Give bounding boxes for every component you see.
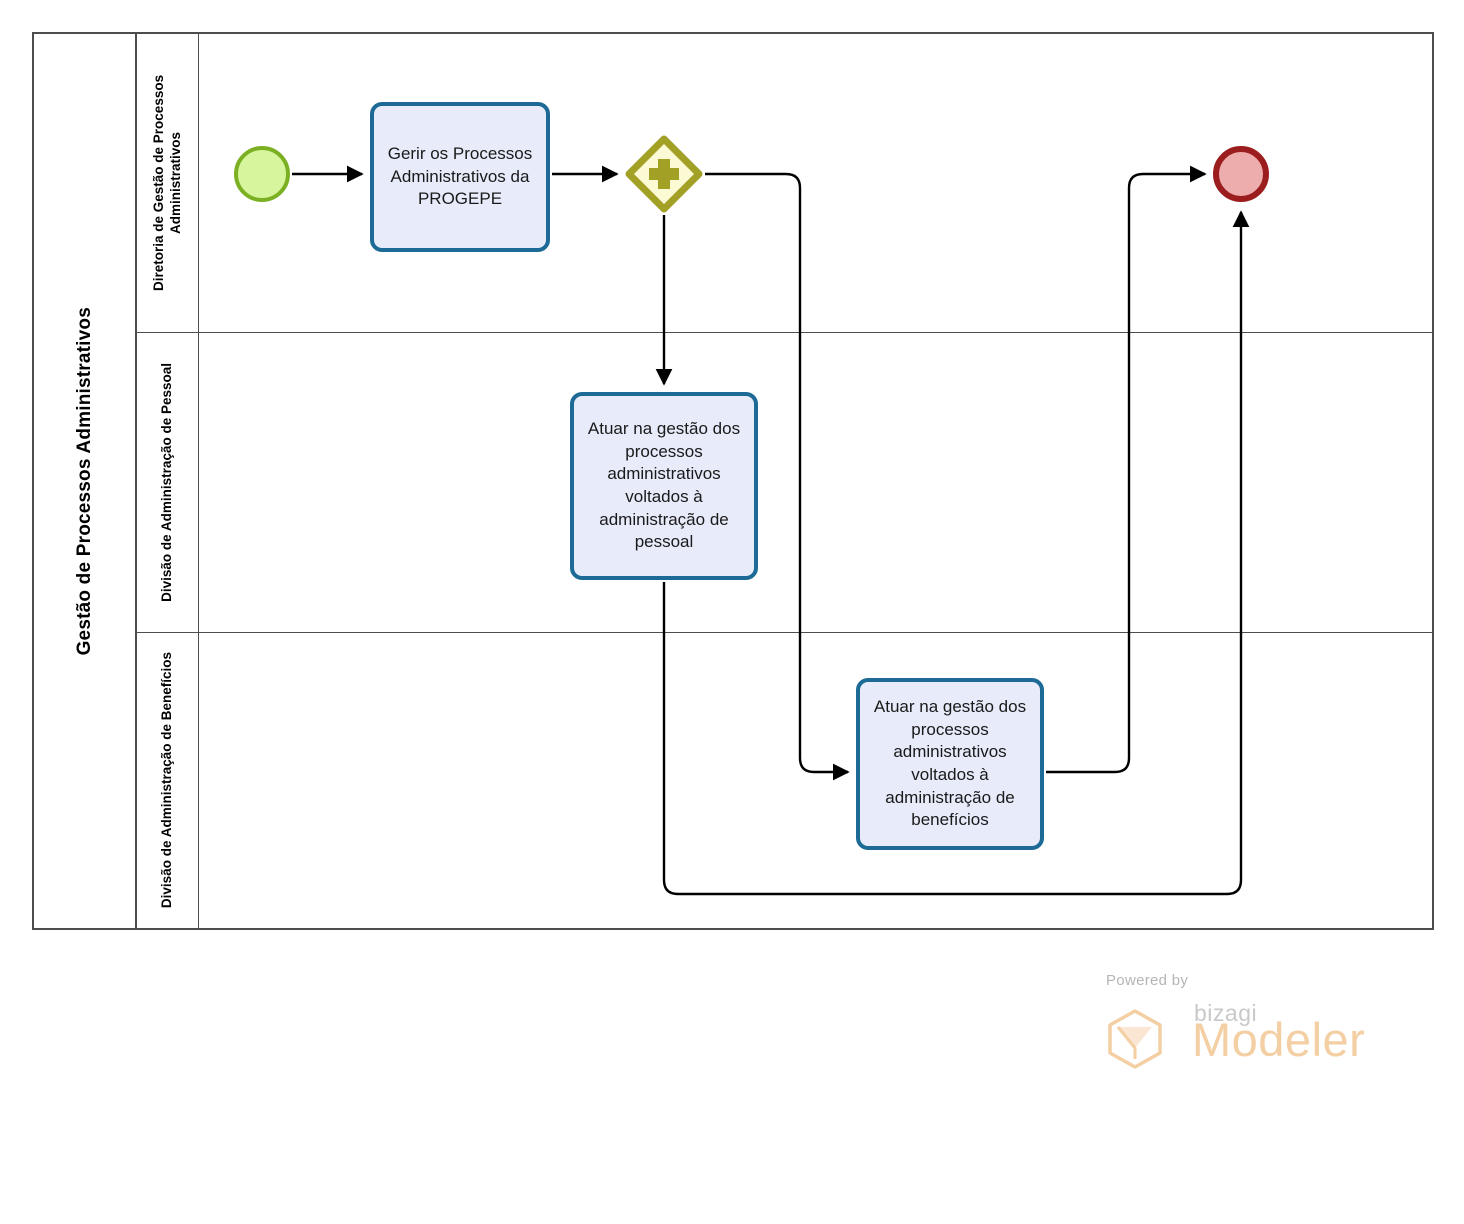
lane-header-diretoria[interactable]: Diretoria de Gestão de Processos Adminis… [137, 34, 199, 332]
lane-label-pessoal: Divisão de Administração de Pessoal [159, 363, 175, 602]
parallel-plus-marker [649, 159, 679, 189]
pool-header[interactable]: Gestão de Processos Administrativos [34, 34, 137, 928]
task-label: Atuar na gestão dos processos administra… [587, 419, 741, 552]
gateway-diamond-icon [625, 135, 703, 213]
lane-header-beneficios[interactable]: Divisão de Administração de Benefícios [137, 633, 199, 928]
lane-label-beneficios: Divisão de Administração de Benefícios [159, 652, 175, 909]
powered-by-label: Powered by [1106, 972, 1189, 989]
start-event[interactable] [234, 146, 290, 202]
pool-title: Gestão de Processos Administrativos [73, 306, 95, 656]
task-label: Gerir os Processos Administrativos da PR… [387, 144, 533, 209]
bizagi-modeler-watermark: Powered by bizagi Modeler [1104, 972, 1374, 1072]
task-gerir-os-processos-administrativos-da-progepe[interactable]: Gerir os Processos Administrativos da PR… [370, 102, 550, 252]
modeler-wordmark: Modeler [1192, 1013, 1366, 1066]
lane-divisao-de-administracao-de-pessoal[interactable]: Divisão de Administração de Pessoal [137, 332, 1432, 632]
end-event[interactable] [1213, 146, 1269, 202]
task-atuar-na-gestao-administracao-de-pessoal[interactable]: Atuar na gestão dos processos administra… [570, 392, 758, 580]
bizagi-hexagon-logo-icon [1108, 1009, 1162, 1069]
lane-body-beneficios [199, 633, 1432, 928]
lane-body-pessoal [199, 333, 1432, 632]
parallel-gateway[interactable] [625, 135, 703, 213]
lane-label-diretoria: Diretoria de Gestão de Processos Adminis… [150, 74, 183, 292]
lane-divisao-de-administracao-de-beneficios[interactable]: Divisão de Administração de Benefícios [137, 632, 1432, 928]
task-atuar-na-gestao-administracao-de-beneficios[interactable]: Atuar na gestão dos processos administra… [856, 678, 1044, 850]
task-label: Atuar na gestão dos processos administra… [873, 697, 1027, 830]
bizagi-wordmark: bizagi [1194, 1000, 1258, 1026]
lane-header-pessoal[interactable]: Divisão de Administração de Pessoal [137, 333, 199, 632]
